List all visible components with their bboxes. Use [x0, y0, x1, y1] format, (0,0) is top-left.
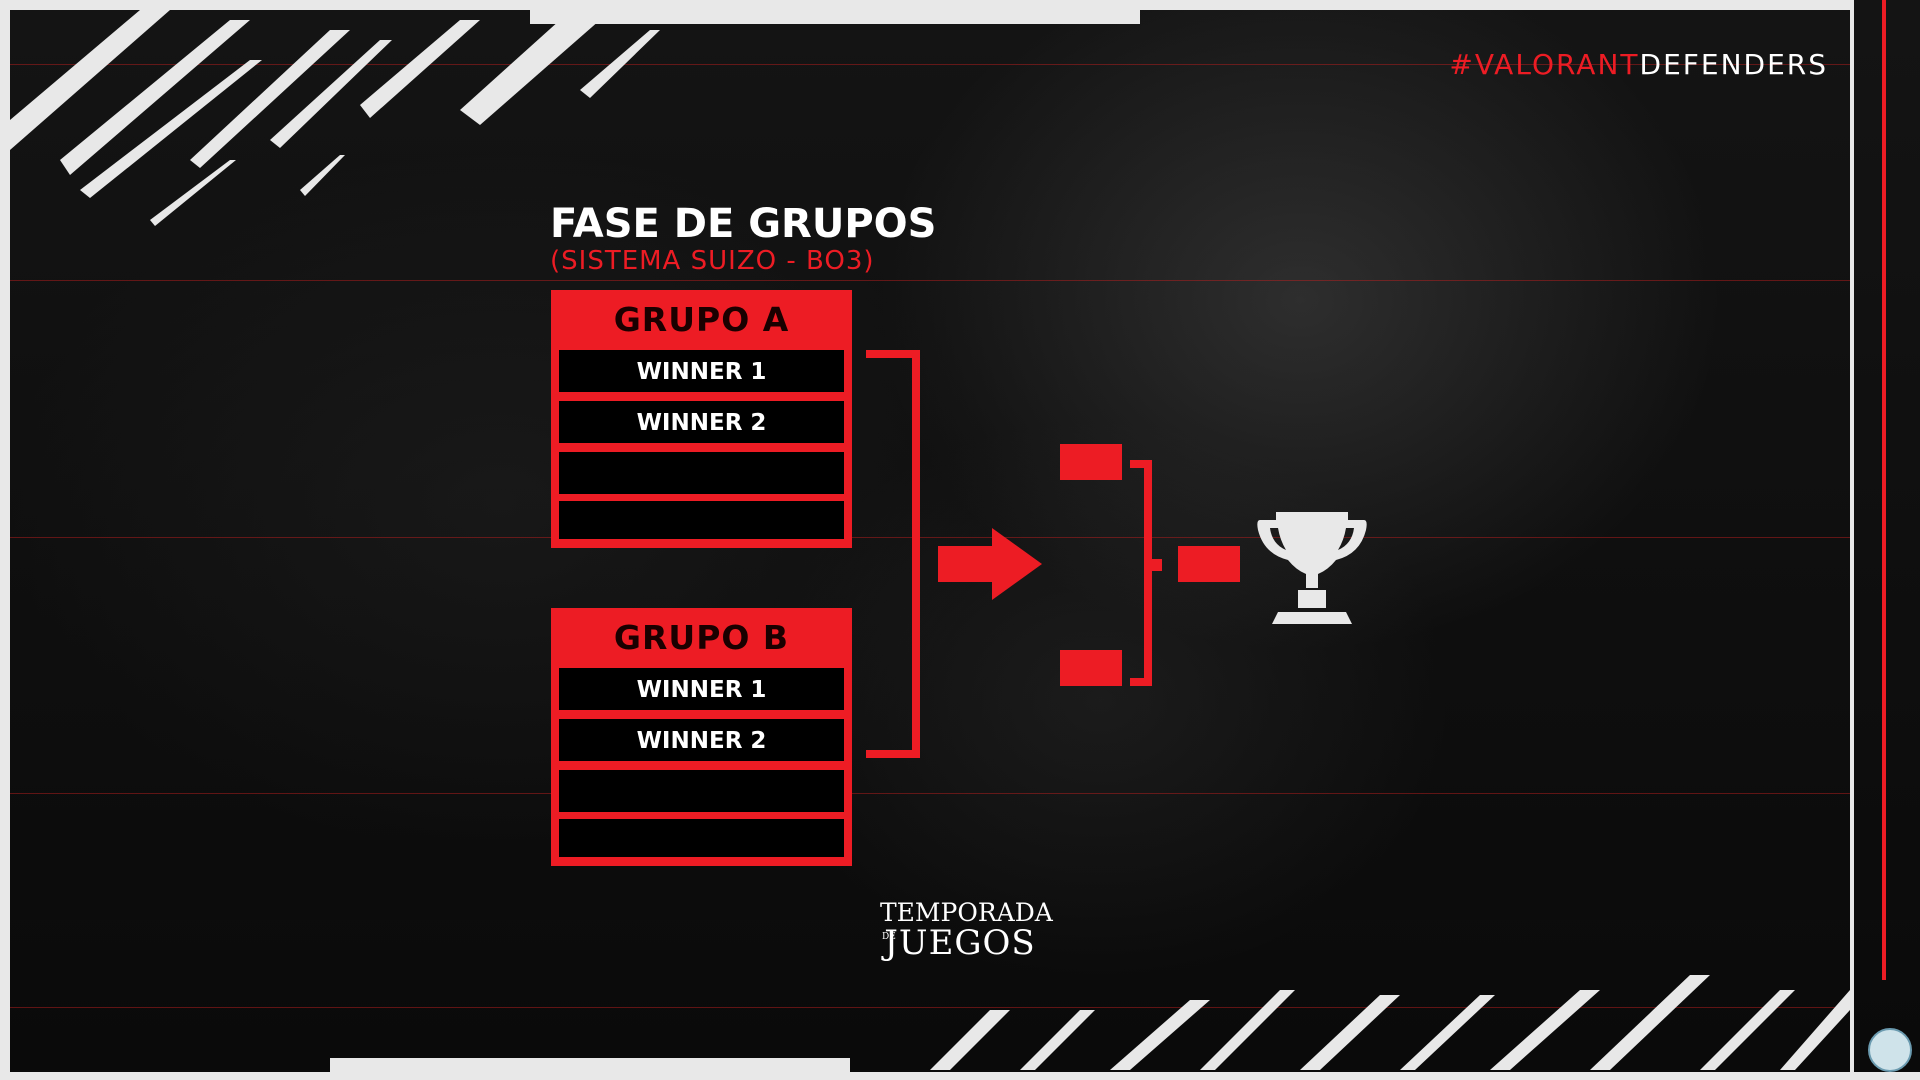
- group-b-slot-3: [559, 770, 844, 812]
- guide-line: [10, 280, 1850, 281]
- group-a-slot-2: WINNER 2: [559, 401, 844, 443]
- diagonal-stripes-top-left: [10, 10, 660, 226]
- page-subtitle: (SISTEMA SUIZO - BO3): [550, 246, 875, 276]
- groups-bracket: [866, 350, 920, 758]
- hashtag-red: #VALORANT: [1449, 48, 1640, 81]
- arrow-right-icon: [938, 546, 994, 582]
- arrow-head: [992, 528, 1042, 600]
- semifinal-slot-2: [1060, 650, 1122, 686]
- group-a-slot-4: [559, 501, 844, 539]
- group-b-title: GRUPO B: [613, 618, 790, 657]
- hashtag: #VALORANTDEFENDERS: [1449, 48, 1828, 81]
- bracket-dot: [1150, 559, 1162, 571]
- final-slot: [1178, 546, 1240, 582]
- group-b-slot-4: [559, 819, 844, 857]
- frame-right: [1850, 0, 1854, 1080]
- trophy-icon: [1257, 512, 1367, 624]
- group-b-slot-1: WINNER 1: [559, 668, 844, 710]
- guide-line: [10, 64, 1850, 65]
- frame-right-red: [1882, 0, 1886, 980]
- page-title: FASE DE GRUPOS: [550, 201, 937, 247]
- hashtag-white: DEFENDERS: [1639, 48, 1828, 81]
- frame-bottom: [330, 1058, 850, 1072]
- final-bracket: [1130, 460, 1152, 686]
- logo-line-2: JUEGOS: [884, 923, 1036, 963]
- frame-bottom-right: [0, 1072, 1920, 1080]
- group-a-slot-3: [559, 452, 844, 494]
- logo-line-1: TEMPORADA: [880, 898, 1053, 927]
- guide-line: [10, 1007, 1850, 1008]
- group-b-card: GRUPO B WINNER 1 WINNER 2: [551, 608, 852, 866]
- frame-top-right: [1140, 0, 1850, 10]
- frame-top-left: [0, 0, 1140, 10]
- diagonal-stripes-bottom-right: [930, 975, 1850, 1070]
- guide-line: [10, 793, 1850, 794]
- logo-de: DE: [882, 932, 896, 942]
- frame-top-bar: [530, 10, 1140, 24]
- guide-line: [10, 537, 1850, 538]
- semifinal-slot-1: [1060, 444, 1122, 480]
- group-a-card: GRUPO A WINNER 1 WINNER 2: [551, 290, 852, 548]
- temporada-de-juegos-logo: TEMPORADA DE JUEGOS: [880, 898, 1053, 963]
- group-a-title: GRUPO A: [613, 300, 790, 339]
- badge-icon: [1868, 1028, 1912, 1072]
- group-b-slot-2: WINNER 2: [559, 719, 844, 761]
- group-a-slot-1: WINNER 1: [559, 350, 844, 392]
- frame-left: [0, 0, 10, 1080]
